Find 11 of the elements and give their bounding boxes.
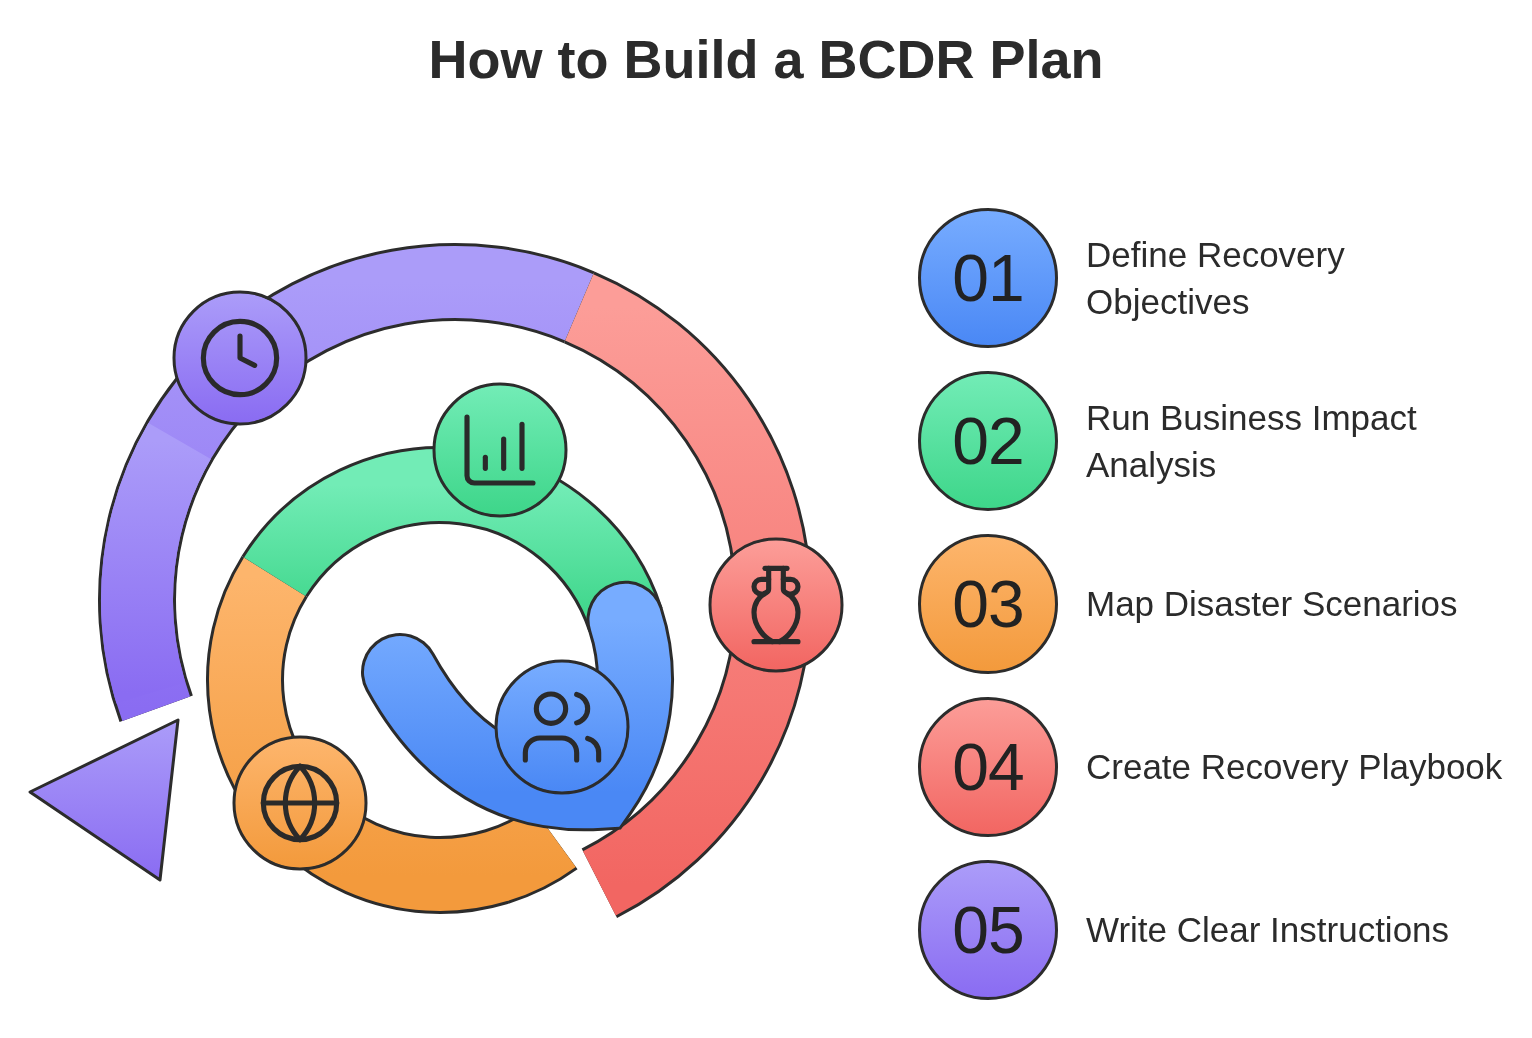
step-label: Create Recovery Playbook: [1086, 746, 1504, 789]
step-label: Map Disaster Scenarios: [1086, 583, 1459, 626]
step-label: Write Clear Instructions: [1086, 909, 1451, 952]
step-number-circle: 03: [918, 534, 1058, 674]
step-label: Define Recovery Objectives: [1086, 233, 1346, 323]
step-number-circle: 04: [918, 697, 1058, 837]
step-number-circle: 05: [918, 860, 1058, 1000]
title: How to Build a BCDR Plan: [427, 28, 1105, 90]
step-label: Run Business Impact Analysis: [1086, 396, 1418, 486]
step-number-circle: 01: [918, 208, 1058, 348]
step-number-circle: 02: [918, 371, 1058, 511]
